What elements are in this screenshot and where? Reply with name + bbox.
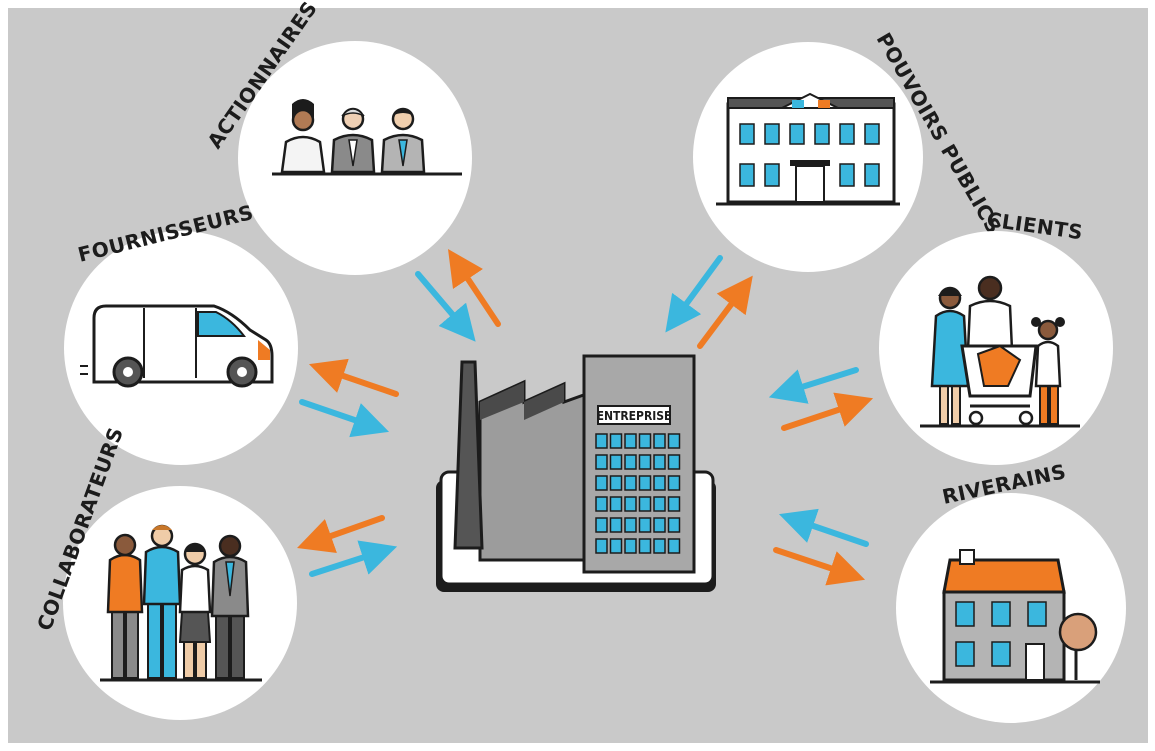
window [653, 475, 666, 491]
arrow-out-pouvoirs-publics [697, 275, 753, 349]
window [653, 538, 666, 554]
window [609, 496, 623, 512]
window [955, 641, 975, 667]
window [667, 496, 681, 512]
riverains-group: RIVERAINS [896, 459, 1126, 723]
window [864, 123, 880, 145]
clients-group: CLIENTS [879, 207, 1113, 465]
collaborateurs-group: COLLABORATEURS [32, 424, 297, 720]
window [609, 517, 623, 533]
window [667, 433, 681, 449]
window [991, 601, 1011, 627]
employees-people-icon [100, 524, 262, 682]
window [638, 538, 652, 554]
window [624, 517, 637, 533]
shareholders-people-icon [272, 99, 462, 176]
window [638, 454, 652, 470]
shoppers-family-icon [920, 275, 1080, 428]
window [624, 496, 637, 512]
window [595, 475, 608, 491]
window [653, 496, 666, 512]
entreprise-label: ENTREPRISE [597, 409, 672, 423]
window [624, 454, 637, 470]
arrow-out-actionnaires [448, 249, 501, 327]
arrow-in-pouvoirs-publics [665, 255, 723, 333]
window [991, 641, 1011, 667]
window [609, 475, 623, 491]
window [595, 517, 608, 533]
window [653, 454, 666, 470]
window [595, 433, 608, 449]
entreprise-factory: ENTREPRISE [436, 354, 716, 592]
arrow-out-collaborateurs [297, 515, 385, 553]
window [609, 538, 623, 554]
arrow-out-clients [781, 392, 874, 431]
delivery-van-icon [80, 304, 274, 388]
window [624, 538, 637, 554]
window [595, 538, 608, 554]
window [609, 433, 623, 449]
window [638, 475, 652, 491]
window [595, 454, 608, 470]
town-hall-icon [716, 92, 900, 206]
window [667, 475, 681, 491]
window [764, 123, 780, 145]
window [638, 517, 652, 533]
tower-windows [595, 433, 681, 554]
arrow-in-actionnaires [415, 271, 476, 342]
window [864, 163, 880, 187]
window [624, 475, 637, 491]
arrow-in-collaborateurs [309, 540, 398, 577]
window [839, 123, 855, 145]
window [638, 433, 652, 449]
flow-arrows [297, 249, 874, 586]
window [653, 433, 666, 449]
window [595, 496, 608, 512]
window [667, 454, 681, 470]
house-icon [930, 549, 1100, 684]
window [789, 123, 805, 145]
window [638, 496, 652, 512]
window [624, 433, 637, 449]
arrow-in-clients [768, 367, 859, 404]
window [739, 163, 755, 187]
window [955, 601, 975, 627]
window [739, 123, 755, 145]
arrow-in-riverains [778, 508, 869, 547]
window [653, 517, 666, 533]
window [1027, 601, 1047, 627]
window [764, 163, 780, 187]
arrow-in-fournisseurs [299, 399, 390, 438]
window [609, 454, 623, 470]
arrow-out-fournisseurs [308, 358, 399, 397]
window [667, 517, 681, 533]
window [839, 163, 855, 187]
arrow-out-riverains [773, 547, 866, 586]
window [667, 538, 681, 554]
window [814, 123, 830, 145]
